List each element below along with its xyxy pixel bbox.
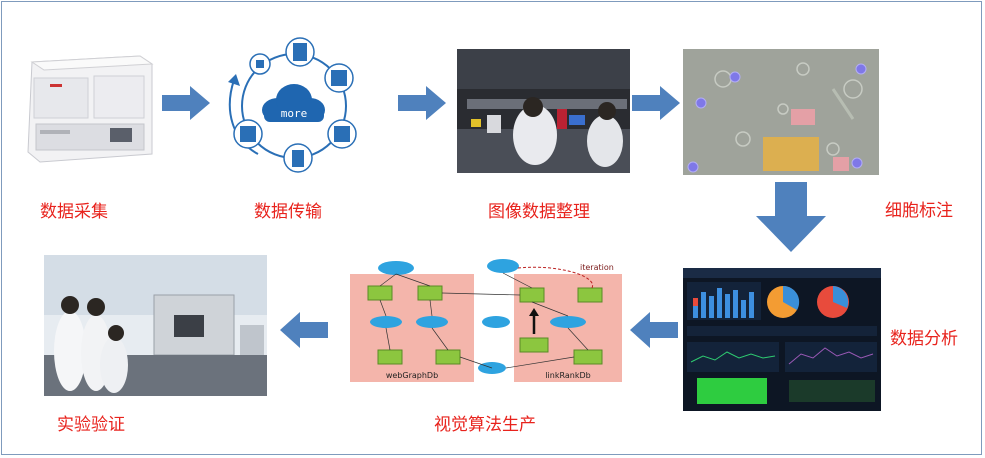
step-label-data-analysis: 数据分析	[890, 329, 958, 349]
flow-arrow-3	[632, 86, 680, 120]
flow-arrow-down	[756, 182, 826, 252]
cell-annotation-image	[683, 49, 879, 175]
data-collection-image	[10, 42, 160, 172]
step-label-experiment-verification: 实验验证	[57, 415, 125, 435]
step-label-vision-algorithm: 视觉算法生产	[434, 415, 536, 435]
flow-arrow-1	[162, 86, 210, 120]
iteration-label: iteration	[580, 263, 614, 272]
data-transmission-image: more	[214, 30, 364, 180]
cloud-text: more	[281, 107, 308, 120]
flow-arrow-5	[280, 312, 328, 348]
flow-arrow-2	[398, 86, 446, 120]
left-db-label: webGraphDb	[386, 371, 438, 380]
right-db-label: linkRankDb	[545, 371, 590, 380]
step-label-data-transmission: 数据传输	[254, 202, 322, 222]
flow-arrow-4	[630, 312, 678, 348]
experiment-verification-photo	[44, 255, 267, 396]
step-label-data-collection: 数据采集	[40, 202, 108, 222]
vision-algorithm-diagram: iteration webGraphDb linkRankDb	[348, 256, 623, 384]
data-analysis-dashboard	[683, 268, 881, 411]
step-label-cell-annotation: 细胞标注	[885, 201, 953, 221]
image-data-sorting-photo	[457, 49, 630, 173]
step-label-image-sorting: 图像数据整理	[488, 202, 590, 222]
